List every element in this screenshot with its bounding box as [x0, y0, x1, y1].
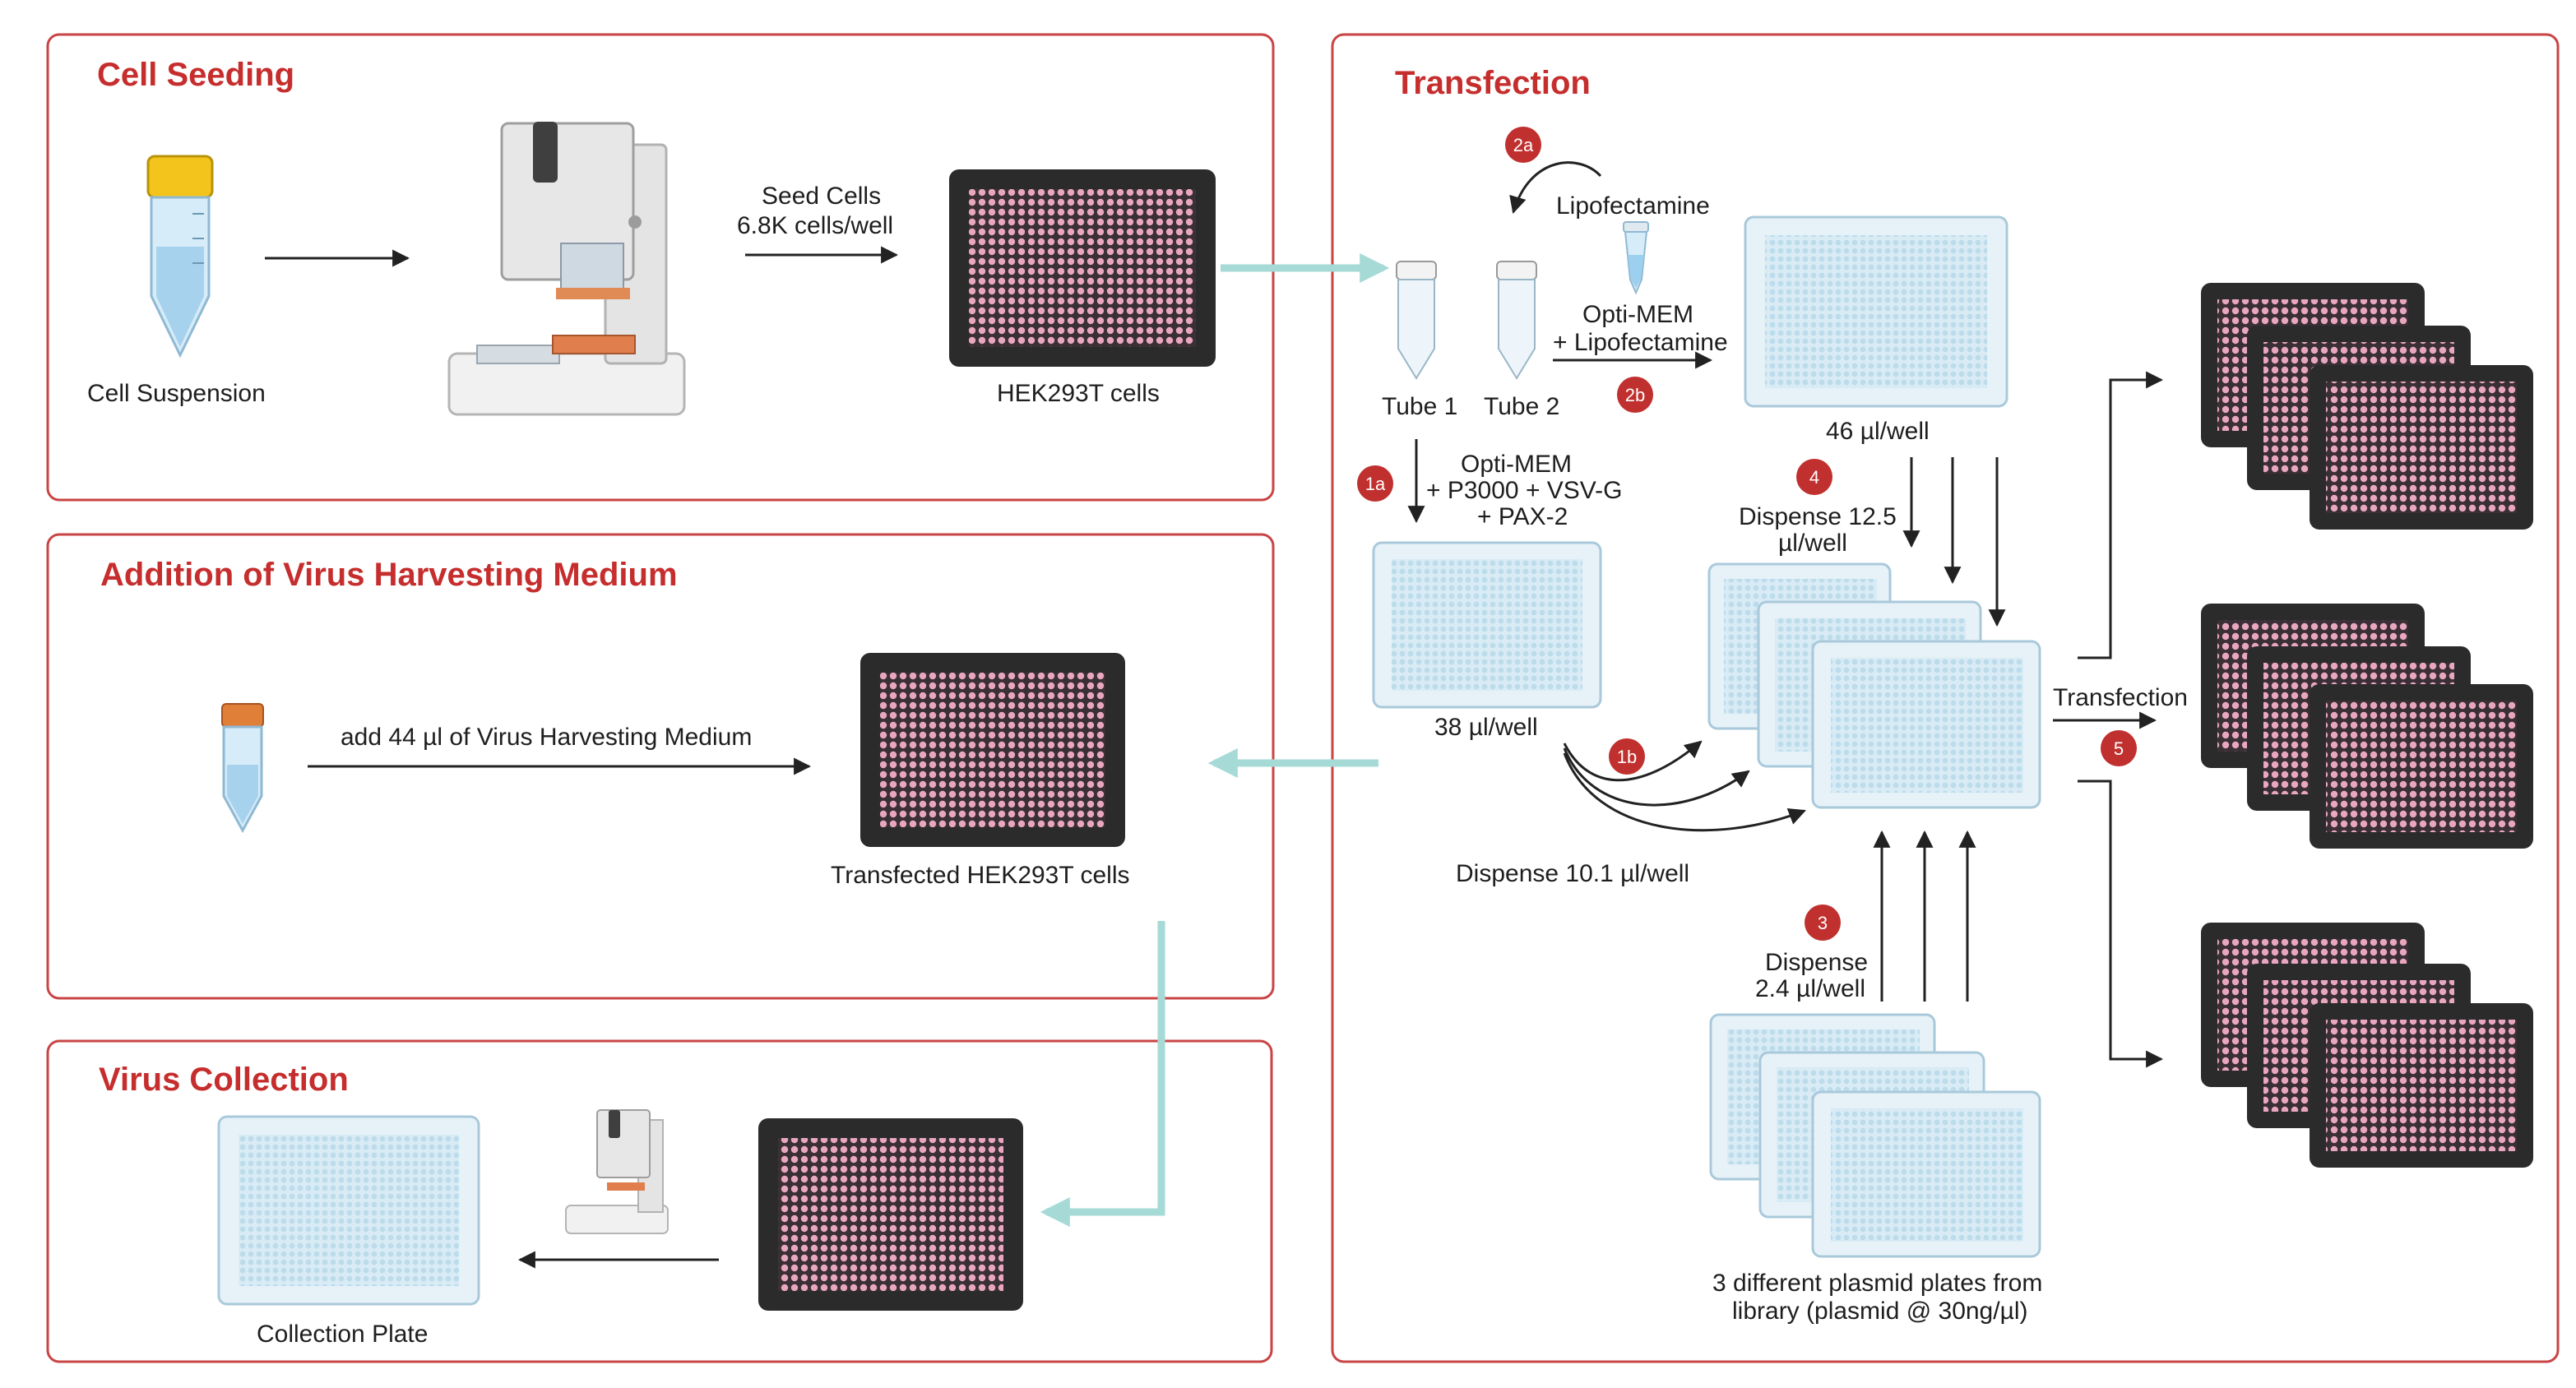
hek-plate-icon: [949, 169, 1216, 367]
panel-virus-collection: [46, 1039, 1273, 1363]
label-dispense101: Dispense 10.1 µl/well: [1456, 860, 1689, 887]
badge-2a: 2a: [1505, 127, 1541, 163]
liquid-dispenser-icon: [447, 122, 686, 416]
badge-4: 4: [1796, 459, 1832, 495]
plate-38ul-icon: [1372, 541, 1602, 709]
badge-1b: 1b: [1609, 738, 1645, 775]
svg-text:4: 4: [1809, 467, 1819, 488]
label-dispense125-1: Dispense 12.5: [1739, 503, 1897, 530]
svg-text:3: 3: [1818, 913, 1828, 933]
lipofectamine-tube-icon: [1623, 221, 1649, 295]
label-lipofectamine: Lipofectamine: [1556, 192, 1710, 220]
label-dispense24-1: Dispense: [1765, 949, 1868, 976]
arrow-dispense101-a: [1563, 740, 1703, 782]
arrow-transfection-bottom: [2078, 780, 2164, 1068]
label-46ul: 46 µl/well: [1826, 418, 1930, 445]
badge-5: 5: [2101, 730, 2137, 766]
label-hek-cells: HEK293T cells: [997, 380, 1160, 407]
svg-text:5: 5: [2114, 738, 2124, 759]
panel-transfection: [1331, 33, 2560, 1363]
collection-plate-icon: [217, 1115, 480, 1306]
svg-text:2b: 2b: [1625, 385, 1645, 405]
label-38ul: 38 µl/well: [1434, 714, 1538, 741]
label-dispense125-2: µl/well: [1778, 530, 1847, 557]
output-stack-top: [2201, 283, 2533, 530]
label-seed-density: 6.8K cells/well: [737, 212, 893, 239]
badge-2b: 2b: [1617, 377, 1653, 413]
svg-text:1a: 1a: [1365, 474, 1386, 494]
label-transfected-cells: Transfected HEK293T cells: [831, 862, 1130, 889]
title-transfection: Transfection: [1395, 65, 1591, 101]
small-dispenser-icon: [565, 1109, 669, 1234]
arrow-lipofectamine-to-tube2: [1509, 161, 1602, 215]
plate-46ul-icon: [1744, 215, 2008, 408]
svg-text:1b: 1b: [1617, 747, 1637, 767]
arrow-dispense101-c: [1563, 752, 1806, 832]
label-add-medium: add 44 µl of Virus Harvesting Medium: [341, 724, 752, 751]
title-cell-seeding: Cell Seeding: [97, 57, 294, 93]
tube1-icon: [1396, 261, 1437, 380]
label-mix-1: Opti-MEM: [1461, 451, 1572, 478]
falcon-tube-icon: [146, 155, 214, 359]
label-optimem-1: Opti-MEM: [1582, 301, 1693, 328]
label-tube2: Tube 2: [1484, 393, 1559, 420]
tube2-icon: [1496, 261, 1537, 380]
medium-tube-icon: [221, 703, 264, 834]
svg-text:2a: 2a: [1513, 135, 1534, 155]
arrow-transfection-top: [2078, 371, 2164, 659]
label-plasmid-1: 3 different plasmid plates from: [1712, 1270, 2042, 1297]
label-optimem-2: + Lipofectamine: [1553, 329, 1728, 356]
title-addition: Addition of Virus Harvesting Medium: [100, 557, 678, 593]
output-stack-middle: [2201, 604, 2533, 849]
label-cell-suspension: Cell Suspension: [87, 380, 266, 407]
label-collection-plate: Collection Plate: [257, 1321, 428, 1348]
mix-plate-stack: [1707, 562, 2041, 809]
label-mix-2: + P3000 + VSV-G: [1426, 477, 1623, 504]
harvest-plate-icon: [758, 1118, 1023, 1311]
label-dispense24-2: 2.4 µl/well: [1755, 975, 1865, 1002]
label-seed-cells: Seed Cells: [762, 183, 881, 210]
badge-1a: 1a: [1357, 465, 1393, 502]
arrow-dispense101-b: [1563, 747, 1750, 807]
label-plasmid-2: library (plasmid @ 30ng/µl): [1732, 1298, 2028, 1325]
title-virus-collection: Virus Collection: [99, 1062, 349, 1098]
label-mix-3: + PAX-2: [1477, 503, 1568, 530]
transfected-plate-icon: [860, 653, 1125, 847]
badge-3: 3: [1805, 905, 1841, 941]
label-transfection-step: Transfection: [2053, 684, 2188, 711]
flow-arrow-to-collection: [1040, 921, 1165, 1227]
plasmid-plate-stack: [1709, 1013, 2041, 1258]
output-stack-bottom: [2201, 923, 2533, 1168]
label-tube1: Tube 1: [1382, 393, 1457, 420]
